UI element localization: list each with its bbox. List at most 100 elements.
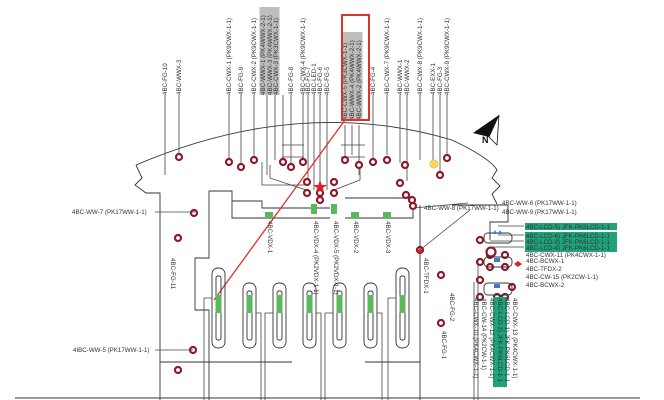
slot-unit-outer <box>272 282 287 349</box>
node-marker[interactable] <box>173 365 183 375</box>
upper-room-left <box>209 190 330 219</box>
top-label: 4BC-LED-1 <box>311 63 318 95</box>
label-cwx-13: 4BC-CWX-13 (PK4CWX-1-1) <box>511 298 518 378</box>
node-marker[interactable] <box>442 153 452 163</box>
equipment-vdx-1 <box>265 212 273 218</box>
slot-unit-inner <box>246 290 253 341</box>
top-label: 4BC-CWX-3 (PK3CWX-1-1) <box>273 18 280 95</box>
node-marker[interactable] <box>354 160 364 170</box>
top-leader-lines <box>164 95 448 191</box>
label-bcwx-2: 4BC-BCWX-2 <box>526 282 565 289</box>
node-marker-large[interactable] <box>485 246 497 258</box>
node-marker[interactable] <box>368 157 378 167</box>
node-marker[interactable] <box>189 208 199 218</box>
node-marker[interactable] <box>174 152 184 162</box>
node-marker[interactable] <box>173 233 183 243</box>
leader-line <box>419 209 471 251</box>
slot-feed-wire <box>264 312 273 400</box>
node-marker[interactable] <box>315 195 325 205</box>
node-marker[interactable] <box>435 170 445 180</box>
node-marker[interactable] <box>408 201 418 211</box>
top-label: 4BC-WWX-4 (PK4WWX-2-1) <box>349 40 356 120</box>
slot-feed-wire <box>316 312 322 400</box>
slot-unit-inner <box>336 290 343 341</box>
node-marker[interactable] <box>302 188 312 198</box>
label-highlight-gray <box>341 32 349 120</box>
slot-feed-wire <box>256 312 262 400</box>
label-tfdx-2: 4BC-TFDX-2 <box>526 266 562 273</box>
star-marker-icon <box>313 180 327 193</box>
top-label: 4BC-WWX-3 <box>176 59 183 95</box>
routing-wire <box>261 162 307 191</box>
node-marker[interactable] <box>400 160 410 170</box>
node-marker[interactable] <box>236 162 246 172</box>
top-label: 4BC-FG-7 <box>305 66 312 95</box>
node-marker[interactable] <box>475 235 485 245</box>
node-marker[interactable] <box>286 162 296 172</box>
top-label: 4BC-CWX-4 (PK9CWX-1-1) <box>300 18 307 95</box>
leader-pointer-line <box>213 119 346 301</box>
blue-marker-icon <box>494 258 500 262</box>
slot-equipment <box>276 295 283 313</box>
routing-wire <box>333 165 361 191</box>
top-label: 4BC-CWX-8 (PK9CWX-1-1) <box>417 18 424 95</box>
node-marker[interactable] <box>224 157 234 167</box>
node-marker[interactable] <box>382 155 392 165</box>
top-label: 4BC-FG-8 <box>288 66 295 95</box>
node-marker[interactable] <box>475 257 485 267</box>
node-marker[interactable] <box>298 157 308 167</box>
node-marker[interactable] <box>340 155 350 165</box>
blue-marker-icon <box>493 230 497 234</box>
annex-device-1 <box>483 232 513 244</box>
node-marker[interactable] <box>249 155 259 165</box>
node-marker[interactable] <box>475 275 485 285</box>
equipment-upper-row <box>265 204 391 218</box>
label-fg-11: 4BC-FG-11 <box>169 258 176 290</box>
slot-unit-inner <box>276 290 283 341</box>
node-marker[interactable] <box>436 270 446 280</box>
bracket-wire <box>282 144 304 158</box>
slot-unit-outer <box>242 282 257 349</box>
slot-equipment <box>336 295 343 313</box>
yellow-x-glyph <box>431 161 437 167</box>
label-highlight-gray <box>348 32 356 120</box>
node-marker[interactable] <box>329 177 339 187</box>
node-marker[interactable] <box>475 292 485 302</box>
annex-wire <box>490 225 524 248</box>
label-ww-7: 4BC-WW-7 (PK17WW-1-1) <box>72 209 147 216</box>
node-marker[interactable] <box>401 190 411 200</box>
node-group <box>173 152 517 375</box>
building-outline <box>15 122 640 400</box>
node-marker[interactable] <box>436 318 446 328</box>
right-annex-wall <box>452 204 509 240</box>
top-label: 4BC-CWX-1 (PK9CWX-1-1) <box>226 18 233 95</box>
top-label: 4BC-WWX-1 <box>397 59 404 95</box>
slot-equipment <box>399 295 406 313</box>
label-lcd-3: 4BC-LCD-3) JFK-PK6LCD-1-1 <box>526 239 610 246</box>
label-cwx-12: 4BC-CWX-12 (PK4CWX-1-1) <box>488 298 495 378</box>
blue-marker-icon <box>494 284 500 288</box>
label-ww-8: 4BC-WW-8 (PK17WW-1-1) <box>424 205 499 212</box>
label-highlight-gray <box>259 7 267 95</box>
label-lcd-5: 4BC-LCD-5) JFK-PK6LCD-1-1 <box>526 224 610 231</box>
slot-feed-wire <box>387 297 396 400</box>
leader-line <box>413 202 469 209</box>
label-vdx-4: 4BC-VDX-4 (PK2VDX-1-1) <box>312 221 319 295</box>
label-cwx-10: 4BC-CWX-10 (PK4CWX-1-1) <box>472 298 479 378</box>
annex-device-3 <box>483 282 513 296</box>
label-ww-6: 4BC-WW-6 (PK17WW-1-1) <box>502 200 577 207</box>
label-lcd-4: 4BC-LCD-4) JFK-PK6LCD-1-1 <box>526 245 610 252</box>
selection-highlight-box <box>341 14 370 121</box>
top-label: 4BC-CWX-7 (PK9CWX-1-1) <box>384 18 391 95</box>
node-marker[interactable] <box>329 188 339 198</box>
node-marker[interactable] <box>500 250 510 260</box>
node-marker[interactable] <box>278 157 288 167</box>
vertical-label-group: 4BC-FG-11 4BC-VDX-1 4BC-VDX-4 (PK2VDX-1-… <box>169 221 455 360</box>
node-marker[interactable] <box>395 178 405 188</box>
north-arrow-label: N <box>482 135 489 145</box>
slot-feed-wire <box>203 297 212 400</box>
node-marker[interactable] <box>302 177 312 187</box>
top-label: 4BC-CWX-2 (PK9CWX-1-1) <box>251 18 258 95</box>
slot-feed-wire <box>377 312 383 400</box>
